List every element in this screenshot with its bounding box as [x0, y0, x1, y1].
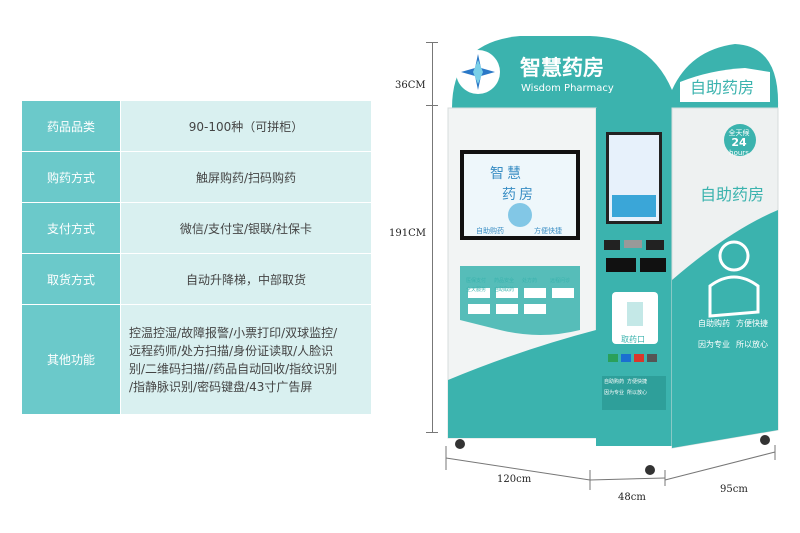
screen-title-1: 智慧 [490, 166, 524, 182]
spec-row: 购药方式 触屏购药/扫码购药 [22, 152, 371, 203]
dim-body-height: 191CM [389, 228, 426, 239]
front-tag-list: 自助购药 方便快捷 因为专业 所以放心 [604, 378, 666, 396]
dim-side-depth: 48cm [618, 492, 646, 503]
spec-table: 药品品类 90-100种（可拼柜） 购药方式 触屏购药/扫码购药 支付方式 微信… [22, 101, 371, 415]
spec-label: 取货方式 [22, 254, 120, 304]
spec-label: 药品品类 [22, 101, 120, 151]
dim-tick [426, 42, 438, 43]
spec-value: 90-100种（可拼柜） [120, 101, 371, 151]
dim-tick [426, 105, 438, 106]
spec-label: 支付方式 [22, 203, 120, 253]
front-tag: 因为专业 [604, 390, 625, 396]
badge-top-text: 全天候 [728, 129, 750, 137]
panel-icon-label: 处方药 [522, 278, 538, 284]
spec-value: 微信/支付宝/银联/社保卡 [120, 203, 371, 253]
spec-label: 其他功能 [22, 305, 120, 414]
panel-icon-label: 自助取药 [494, 287, 515, 293]
badge-number: 24 [731, 136, 747, 149]
panel-icon-label: 医保支付 [466, 278, 487, 284]
side-tag-list: 自助购药 方便快捷 因为专业 所以放心 [698, 318, 768, 350]
badge-24-hours: 全天候 24 hours [724, 129, 754, 158]
front-tag: 方便快捷 [627, 379, 648, 385]
screen-title-2: 药房 [502, 187, 536, 203]
badge-unit: hours [729, 149, 749, 157]
side-tag: 所以放心 [736, 340, 768, 349]
spec-row: 取货方式 自动升降梯，中部取货 [22, 254, 371, 305]
spec-value: 自动升降梯，中部取货 [120, 254, 371, 304]
panel-icon-label: 远程问诊 [550, 278, 571, 284]
spec-row: 其他功能 控温控湿/故障报警/小票打印/双球监控/ 远程药师/处方扫描/身份证读… [22, 305, 371, 415]
screen-sub-2: 方便快捷 [534, 227, 562, 235]
pickup-slot-label: 取药口 [621, 335, 645, 344]
side-tag: 因为专业 [698, 340, 730, 349]
front-tag: 所以放心 [627, 390, 648, 396]
side-tag: 方便快捷 [736, 319, 768, 328]
spec-row: 药品品类 90-100种（可拼柜） [22, 101, 371, 152]
dim-height-line [432, 42, 433, 432]
spec-row: 支付方式 微信/支付宝/银联/社保卡 [22, 203, 371, 254]
front-tag: 自助购药 [604, 379, 625, 385]
dim-top-height: 36CM [395, 80, 426, 91]
dim-total-depth: 95cm [720, 484, 748, 495]
dim-width: 120cm [497, 474, 532, 485]
panel-icon-list: 医保支付 药品安全 处方药 远程问诊 全天服务 自助取药 [466, 277, 584, 293]
side-body-title: 自助药房 [700, 185, 765, 204]
spec-label: 购药方式 [22, 152, 120, 202]
dim-tick [426, 432, 438, 433]
spec-value: 触屏购药/扫码购药 [120, 152, 371, 202]
brand-title-en: Wisdom Pharmacy [521, 83, 614, 94]
screen-sub-1: 自助购药 [476, 227, 504, 235]
side-sign-title: 自助药房 [690, 78, 755, 97]
side-tag: 自助购药 [698, 319, 730, 328]
pharmacy-machine [447, 36, 779, 475]
brand-title-cn: 智慧药房 [520, 56, 604, 80]
panel-icon-label: 药品安全 [494, 278, 515, 284]
spec-value: 控温控湿/故障报警/小票打印/双球监控/ 远程药师/处方扫描/身份证读取/人脸识… [120, 305, 371, 414]
panel-icon-label: 全天服务 [466, 287, 487, 293]
